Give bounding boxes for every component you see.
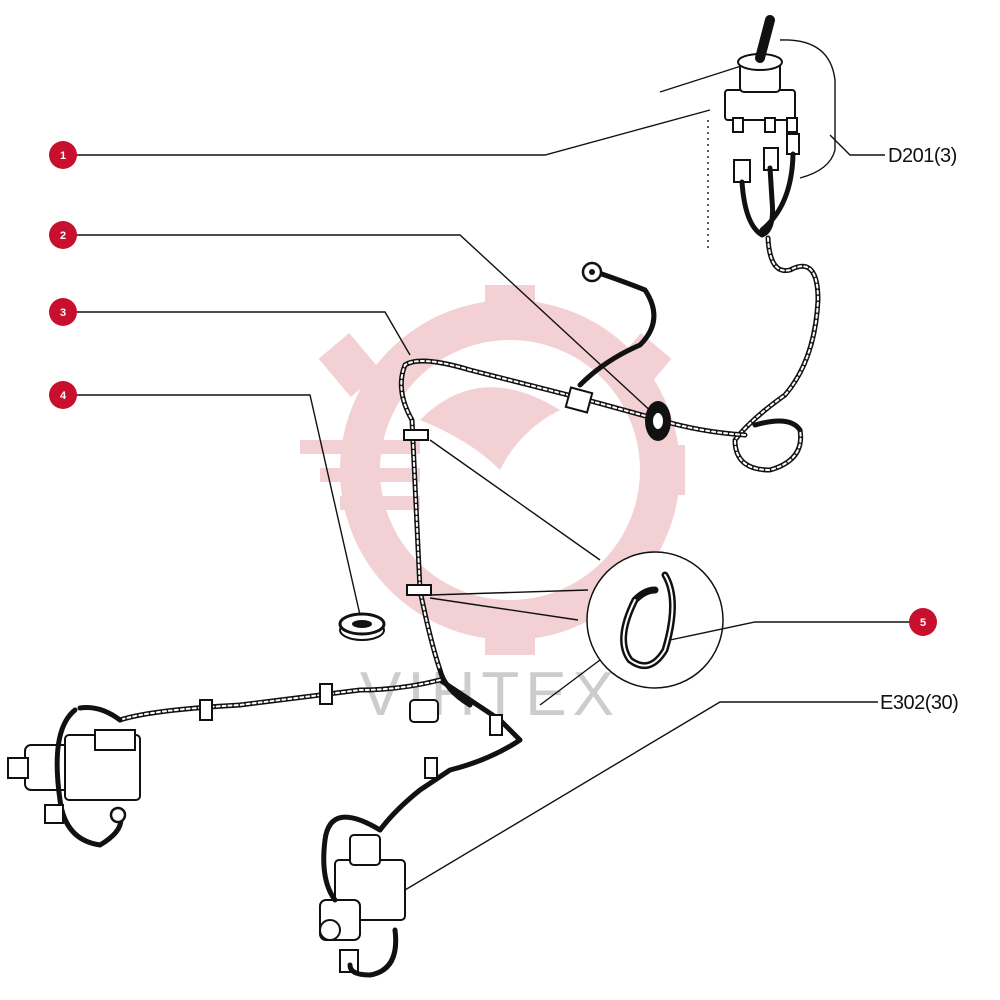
callout-4: 4 [49,381,77,409]
callout-3-number: 3 [60,307,66,319]
callout-1-number: 1 [60,150,66,162]
leader-3 [76,311,411,356]
callout-3: 3 [49,298,77,326]
callout-5: 5 [909,608,937,636]
leader-4 [76,394,361,616]
leader-switch-ref [829,134,885,156]
callout-4-number: 4 [60,390,67,402]
watermark-text: VIHTEX [360,660,620,729]
leader-motor-ref [404,701,878,891]
callout-2: 2 [49,221,77,249]
cable-tie-detail [429,439,724,706]
switch-ref-label: D201(3) [888,145,957,167]
right-motor [319,814,406,978]
leader-5 [669,621,910,641]
toggle-switch [659,15,836,250]
callout-5-number: 5 [920,617,926,629]
grommet-part [338,612,386,641]
left-motor [7,705,141,848]
callout-2-number: 2 [60,230,66,242]
callout-1: 1 [49,141,77,169]
leader-2 [76,234,656,416]
leader-1 [76,109,711,156]
motor-ref-label: E302(30) [880,692,958,714]
